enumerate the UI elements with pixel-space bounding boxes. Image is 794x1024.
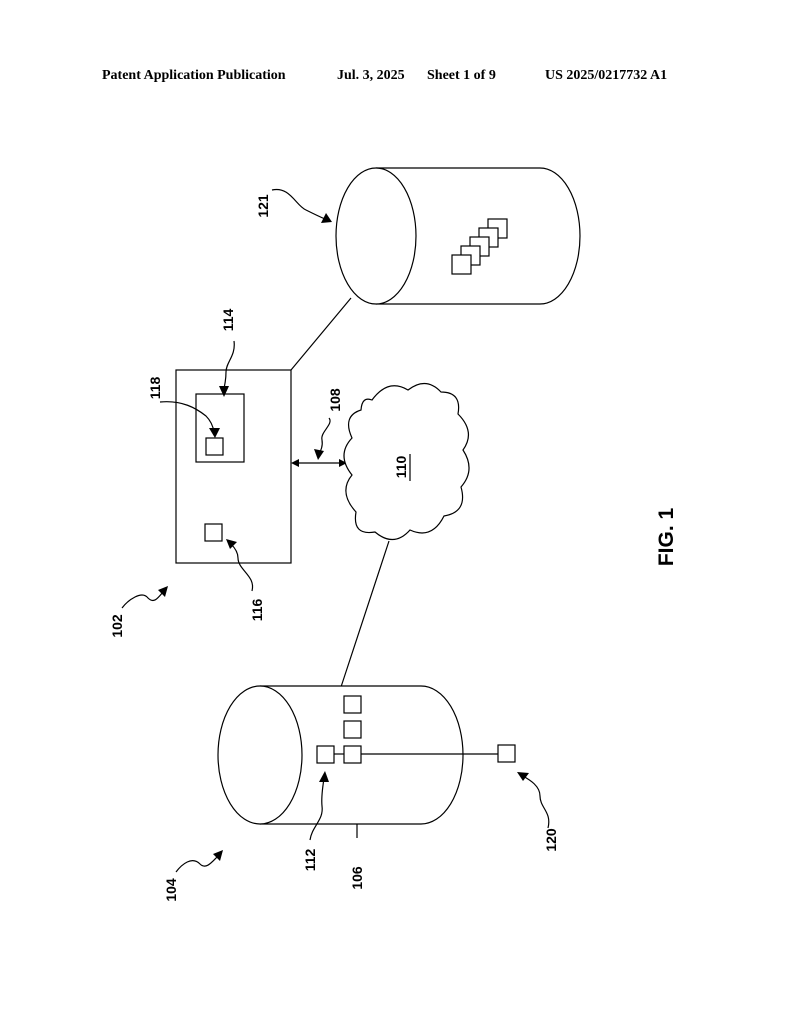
- ref-108: 108: [327, 388, 343, 412]
- publication-type: Patent Application Publication: [102, 68, 286, 83]
- network-label-110: 110: [393, 454, 411, 481]
- leader-120: [517, 772, 550, 829]
- element-118: [205, 437, 224, 456]
- double-arrow-108: [291, 459, 347, 467]
- ref-121: 121: [255, 194, 271, 218]
- element-112: [316, 745, 335, 764]
- storage-cylinder-121: [335, 167, 581, 305]
- leader-116: [226, 539, 254, 592]
- page-header: Patent Application Publication Jul. 3, 2…: [0, 68, 794, 88]
- network-cloud-110: [343, 382, 470, 541]
- ref-106: 106: [349, 866, 365, 890]
- leader-114: [219, 340, 235, 397]
- ref-104: 104: [163, 878, 179, 902]
- figure-label: FIG. 1: [655, 508, 678, 567]
- ref-110: 110: [393, 455, 409, 478]
- system-box-102: [175, 369, 292, 564]
- link-network-to-database: [339, 540, 390, 691]
- ref-114: 114: [220, 308, 236, 331]
- ref-118: 118: [147, 376, 163, 399]
- leader-102: [121, 586, 168, 609]
- ref-120: 120: [543, 828, 559, 852]
- ref-116: 116: [249, 598, 265, 621]
- leader-118: [159, 401, 220, 438]
- leader-112: [309, 771, 329, 841]
- element-116: [204, 523, 223, 542]
- ref-102: 102: [109, 614, 125, 638]
- publication-number: US 2025/0217732 A1: [545, 68, 668, 83]
- leader-108: [314, 417, 331, 460]
- publication-date: Jul. 3, 2025: [337, 68, 405, 83]
- leader-121: [271, 188, 332, 223]
- record-box-2: [343, 720, 362, 739]
- leader-104: [175, 850, 223, 873]
- ref-112: 112: [302, 848, 318, 871]
- record-box-3: [343, 745, 362, 764]
- stacked-documents: [451, 218, 508, 275]
- element-120: [497, 744, 516, 763]
- database-cylinder-104: [217, 685, 516, 825]
- sheet-number: Sheet 1 of 9: [427, 68, 496, 83]
- link-system-to-storage: [290, 297, 352, 371]
- record-box-1: [343, 695, 362, 714]
